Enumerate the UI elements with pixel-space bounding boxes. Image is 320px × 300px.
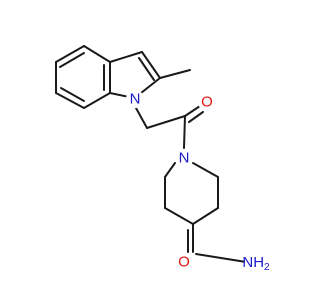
bond-methyl — [159, 69, 191, 79]
carbonyl-oxygen-atom: O — [198, 93, 216, 111]
amide-nh-text: NH — [242, 254, 264, 271]
amide-nitrogen-atom: NH2 — [242, 250, 275, 273]
bond-benzene-5 — [55, 92, 85, 109]
bond-carbonyl-o-inner — [188, 111, 204, 123]
bond-amide-cn — [195, 253, 247, 263]
piperidine-nitrogen-label: N — [179, 150, 190, 167]
piperidine-nitrogen-atom: N — [175, 149, 193, 167]
bond-n-ch2 — [135, 107, 148, 129]
amide-subscript-text: 2 — [264, 262, 270, 273]
bond-pip-1 — [192, 162, 219, 178]
bond-carbonyl-pip — [183, 115, 186, 149]
bond-benzene-1-inner — [59, 52, 85, 68]
bond-benzene-1 — [55, 45, 85, 63]
bond-benzene-5-inner — [60, 87, 85, 102]
bond-benzene-2 — [83, 45, 111, 63]
indole-nitrogen-label: N — [130, 91, 141, 108]
amide-nitrogen-label: NH2 — [242, 254, 270, 273]
bond-ring-nc7a — [109, 92, 130, 98]
indole-nitrogen-atom: N — [126, 90, 144, 108]
bond-ring-c2n — [140, 77, 161, 94]
molecule-structure-diagram: N O N O NH2 — [55, 45, 275, 273]
bond-pip-3 — [192, 207, 219, 225]
bond-ch2-carbonyl — [146, 115, 186, 129]
carbonyl-oxygen-label: O — [201, 94, 213, 111]
bond-ring-c2c3 — [141, 51, 161, 79]
bond-layer — [55, 45, 247, 263]
bond-carbonyl-o — [184, 105, 201, 117]
amide-oxygen-label: O — [178, 254, 190, 271]
bond-pip-4 — [164, 207, 194, 225]
bond-ring-c3 — [109, 51, 143, 63]
bond-benzene-4 — [83, 92, 111, 109]
bond-pip-6 — [164, 162, 176, 178]
bond-ring-c2c3-inner — [138, 57, 155, 81]
amide-oxygen-atom: O — [175, 253, 193, 271]
